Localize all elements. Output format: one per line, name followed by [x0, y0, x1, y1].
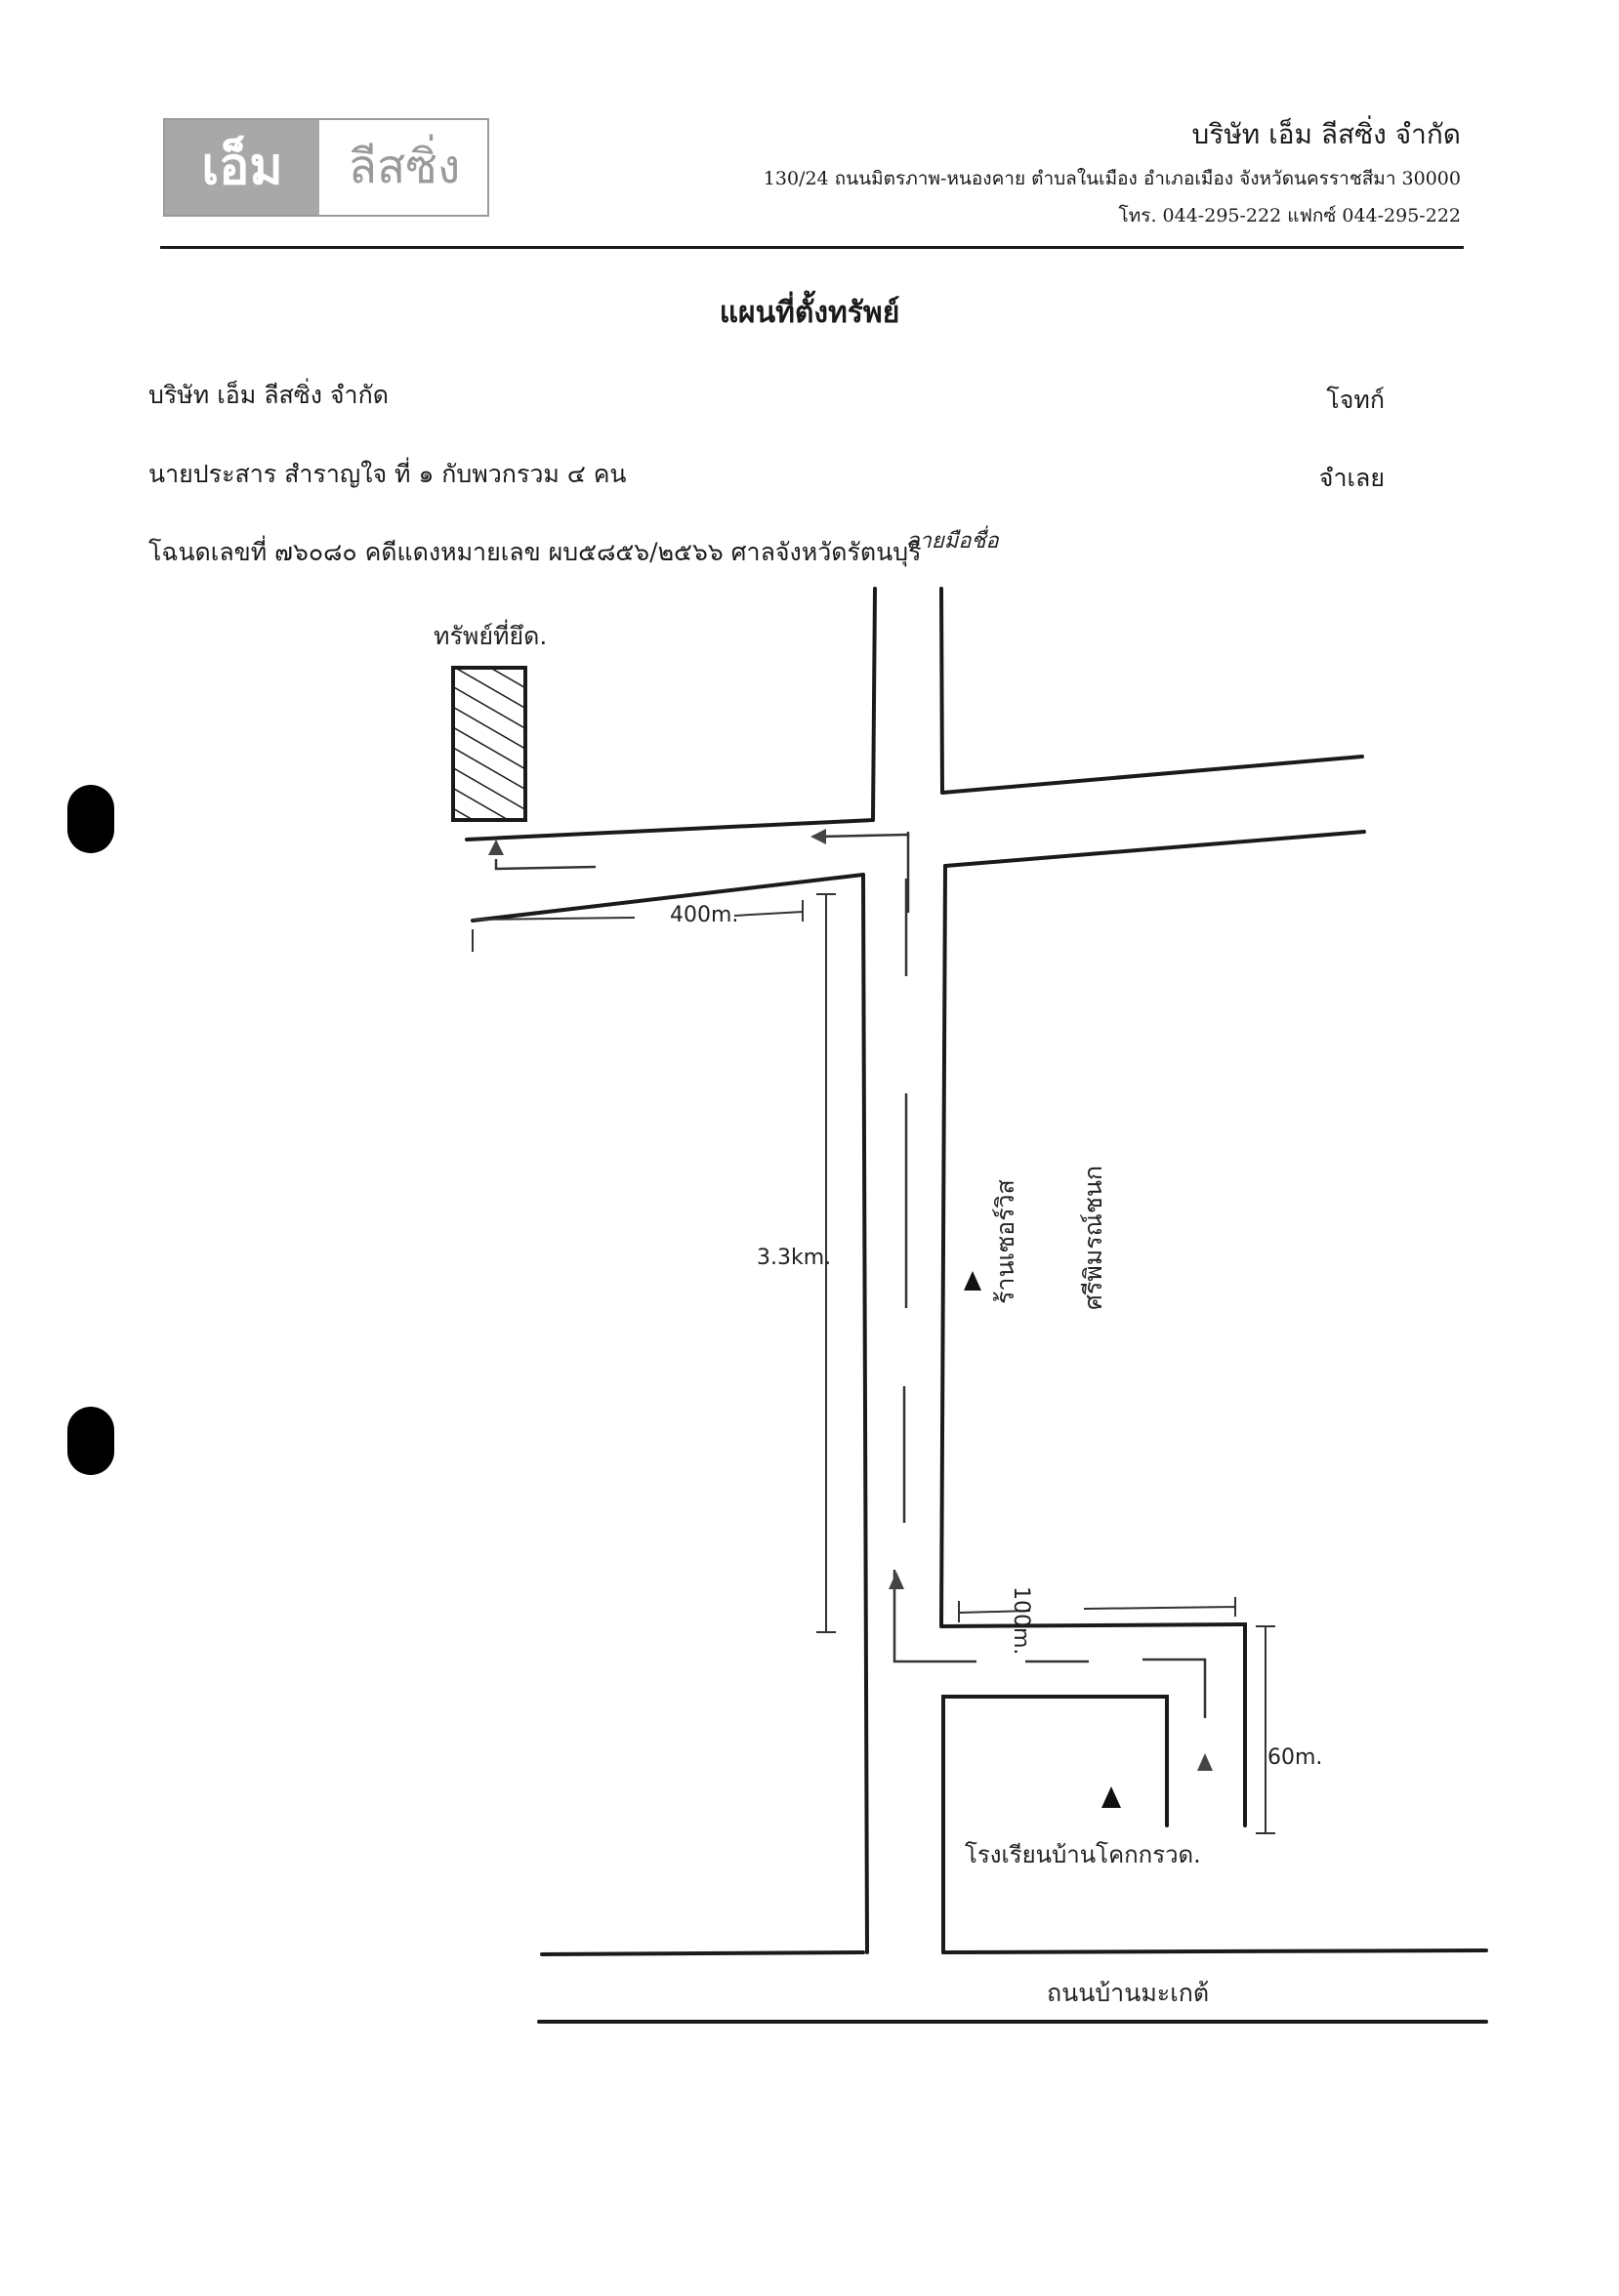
plaintiff-name: บริษัท เอ็ม ลีสซิ่ง จำกัด: [148, 381, 389, 409]
arrow-up-side: [1197, 1753, 1213, 1771]
arrow-turn-left: [810, 829, 826, 844]
defendant-role: จำเลย: [1318, 464, 1385, 492]
dist-33km-label: 3.3km.: [757, 1246, 832, 1270]
company-address: 130/24 ถนนมิตรภาพ-หนองคาย ตำบลในเมือง อำ…: [763, 168, 1461, 189]
cross-road-upper-right: [940, 755, 1364, 795]
punch-hole-top: [67, 785, 114, 853]
dim-60-line: [1256, 1625, 1275, 1834]
dist-100-label: 100m.: [1009, 1586, 1033, 1656]
defendant-name: นายประสาร สำราญใจ ที่ ๑ กับพวกรวม ๔ คน: [148, 460, 627, 488]
dim-33km-line: [816, 893, 836, 1633]
school-marker: [1101, 1786, 1121, 1808]
arrow-to-property: [488, 840, 504, 855]
side-street-block: [941, 1695, 1169, 1954]
punch-hole-bottom: [67, 1407, 114, 1475]
dist-60-label: 60m.: [1267, 1745, 1323, 1770]
school-label: โรงเรียนบ้านโคกกรวด.: [965, 1841, 1201, 1868]
shop-marker: [964, 1271, 981, 1291]
property-parcel: [451, 666, 527, 822]
logo-mark: เอ็ม: [165, 120, 319, 215]
page-title: แผนที่ตั้งทรัพย์: [719, 296, 900, 330]
main-road-right-top: [939, 587, 944, 795]
property-label: ทรัพย์ที่ยึด.: [434, 622, 548, 650]
dim-100-line: [958, 1597, 1236, 1622]
signature: ลายมือชื่อ: [906, 529, 999, 554]
side-street-top: [939, 1621, 1247, 1827]
company-name: บริษัท เอ็ม ลีสซิ่ง จำกัด: [1191, 118, 1461, 150]
road-label: ถนนบ้านมะเกต้: [1047, 1979, 1210, 2007]
route-side-street: [893, 1570, 1207, 1718]
route-upper-turn: [819, 832, 910, 913]
arrow-up-main: [889, 1572, 904, 1589]
bottom-road-top-right: [941, 1948, 1488, 1954]
logo-wordmark: ลีสซิ่ง: [348, 140, 461, 194]
route-to-property: [494, 859, 597, 871]
company-phone: โทร. 044-295-222 แฟกซ์ 044-295-222: [1118, 205, 1461, 226]
shop-label-2: ศรีพิมรณ์ชนก: [1079, 1165, 1107, 1310]
main-road-left: [861, 873, 869, 1954]
deed-line: โฉนดเลขที่ ๗๖๐๘๐ คดีแดงหมายเลข ผบ๕๘๕๖/๒๕…: [148, 538, 922, 566]
cross-road-upper-left: [465, 818, 875, 841]
header-rule: [160, 246, 1464, 249]
main-road-right: [939, 864, 947, 1628]
dist-400-label: 400m.: [670, 903, 739, 927]
plaintiff-role: โจทก์: [1326, 386, 1385, 414]
main-road-left-top: [871, 587, 877, 822]
cross-road-lower-right: [943, 830, 1366, 868]
company-logo: เอ็ม ลีสซิ่ง: [163, 118, 489, 217]
bottom-road-top: [540, 1950, 865, 1956]
shop-label-1: ร้านเซอร์วิส: [991, 1179, 1019, 1304]
dim-400-line: [472, 900, 804, 952]
cross-road-lower-left: [471, 873, 865, 922]
